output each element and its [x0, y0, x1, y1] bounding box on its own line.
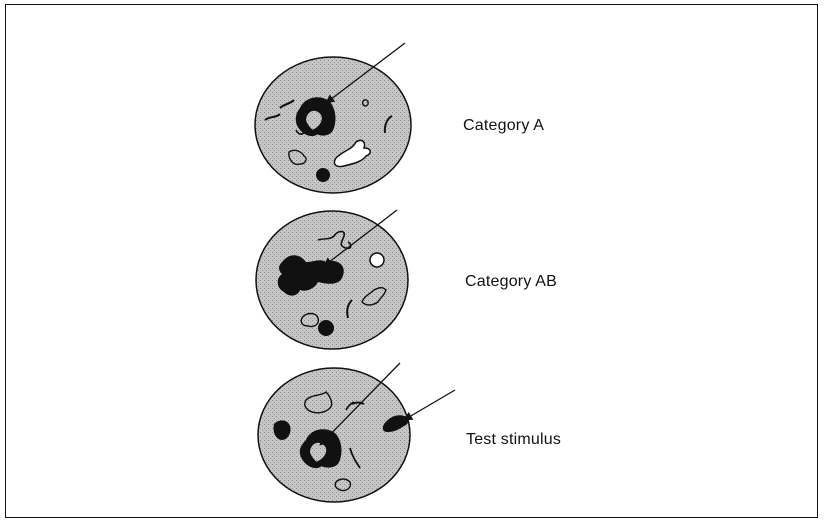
cell-category-ab	[256, 210, 408, 349]
label-category-ab: Category AB	[465, 273, 557, 291]
cell-test-stimulus	[258, 363, 455, 502]
arrow-test-right	[404, 390, 455, 420]
label-category-a: Category A	[463, 117, 544, 135]
label-test-stimulus: Test stimulus	[466, 431, 561, 449]
cell-category-a	[255, 43, 411, 193]
